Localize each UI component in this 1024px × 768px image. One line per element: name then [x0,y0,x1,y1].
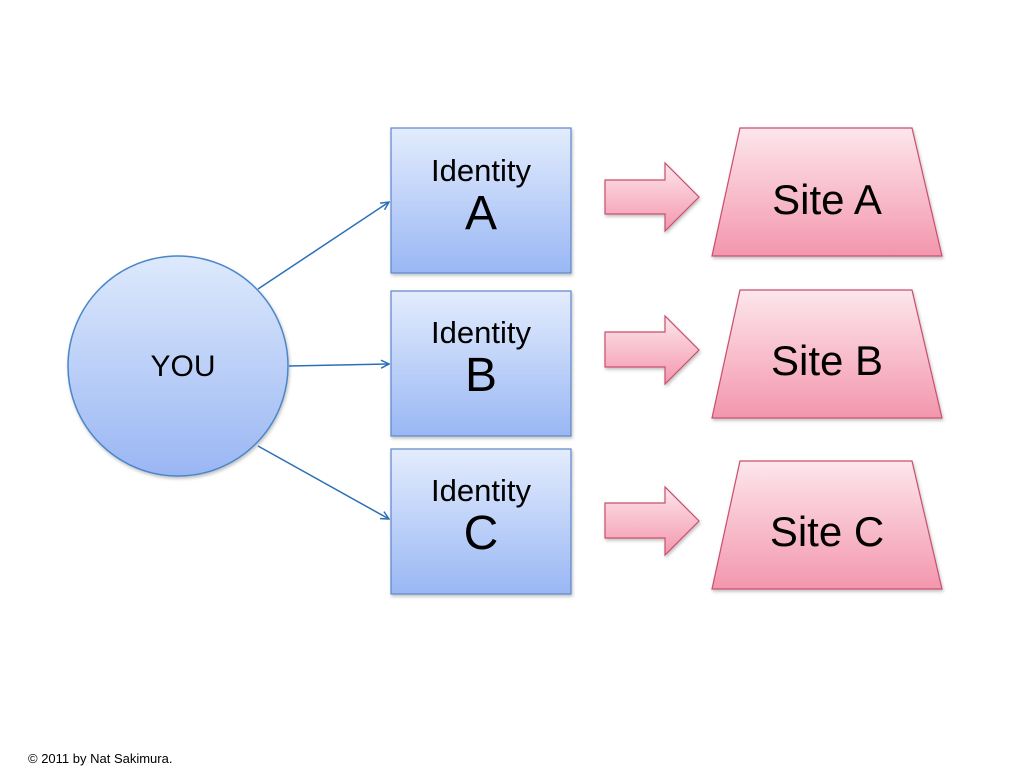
site-shape-c [711,460,943,590]
connector-to-identity-a [257,202,389,290]
you-circle [67,255,289,477]
copyright-footer: © 2011 by Nat Sakimura. [28,751,173,766]
identity-c-label: Identity C [390,474,572,560]
site-c-label: Site C [769,508,885,555]
identity-c-word: Identity [431,473,531,508]
site-shape-b [711,289,943,419]
site-shape-a [711,127,943,257]
site-a-label: Site A [772,176,882,223]
identity-a-word: Identity [431,153,531,188]
identity-b-label: Identity B [390,316,572,402]
identity-b-letter: B [464,349,497,402]
block-arrow-b [604,314,700,386]
site-b-label: Site B [770,337,884,384]
block-arrow-c [604,485,700,557]
connector-to-identity-b [288,364,389,366]
identity-a-label: Identity A [390,154,572,240]
connector-to-identity-c [257,445,389,519]
identity-box-c [390,448,572,595]
you-label: YOU [150,350,216,383]
identity-a-letter: A [464,187,497,240]
identity-c-letter: C [463,507,499,560]
block-arrow-a [604,161,700,233]
identity-box-b [390,290,572,437]
identity-b-word: Identity [431,315,531,350]
identity-box-a [390,127,572,274]
